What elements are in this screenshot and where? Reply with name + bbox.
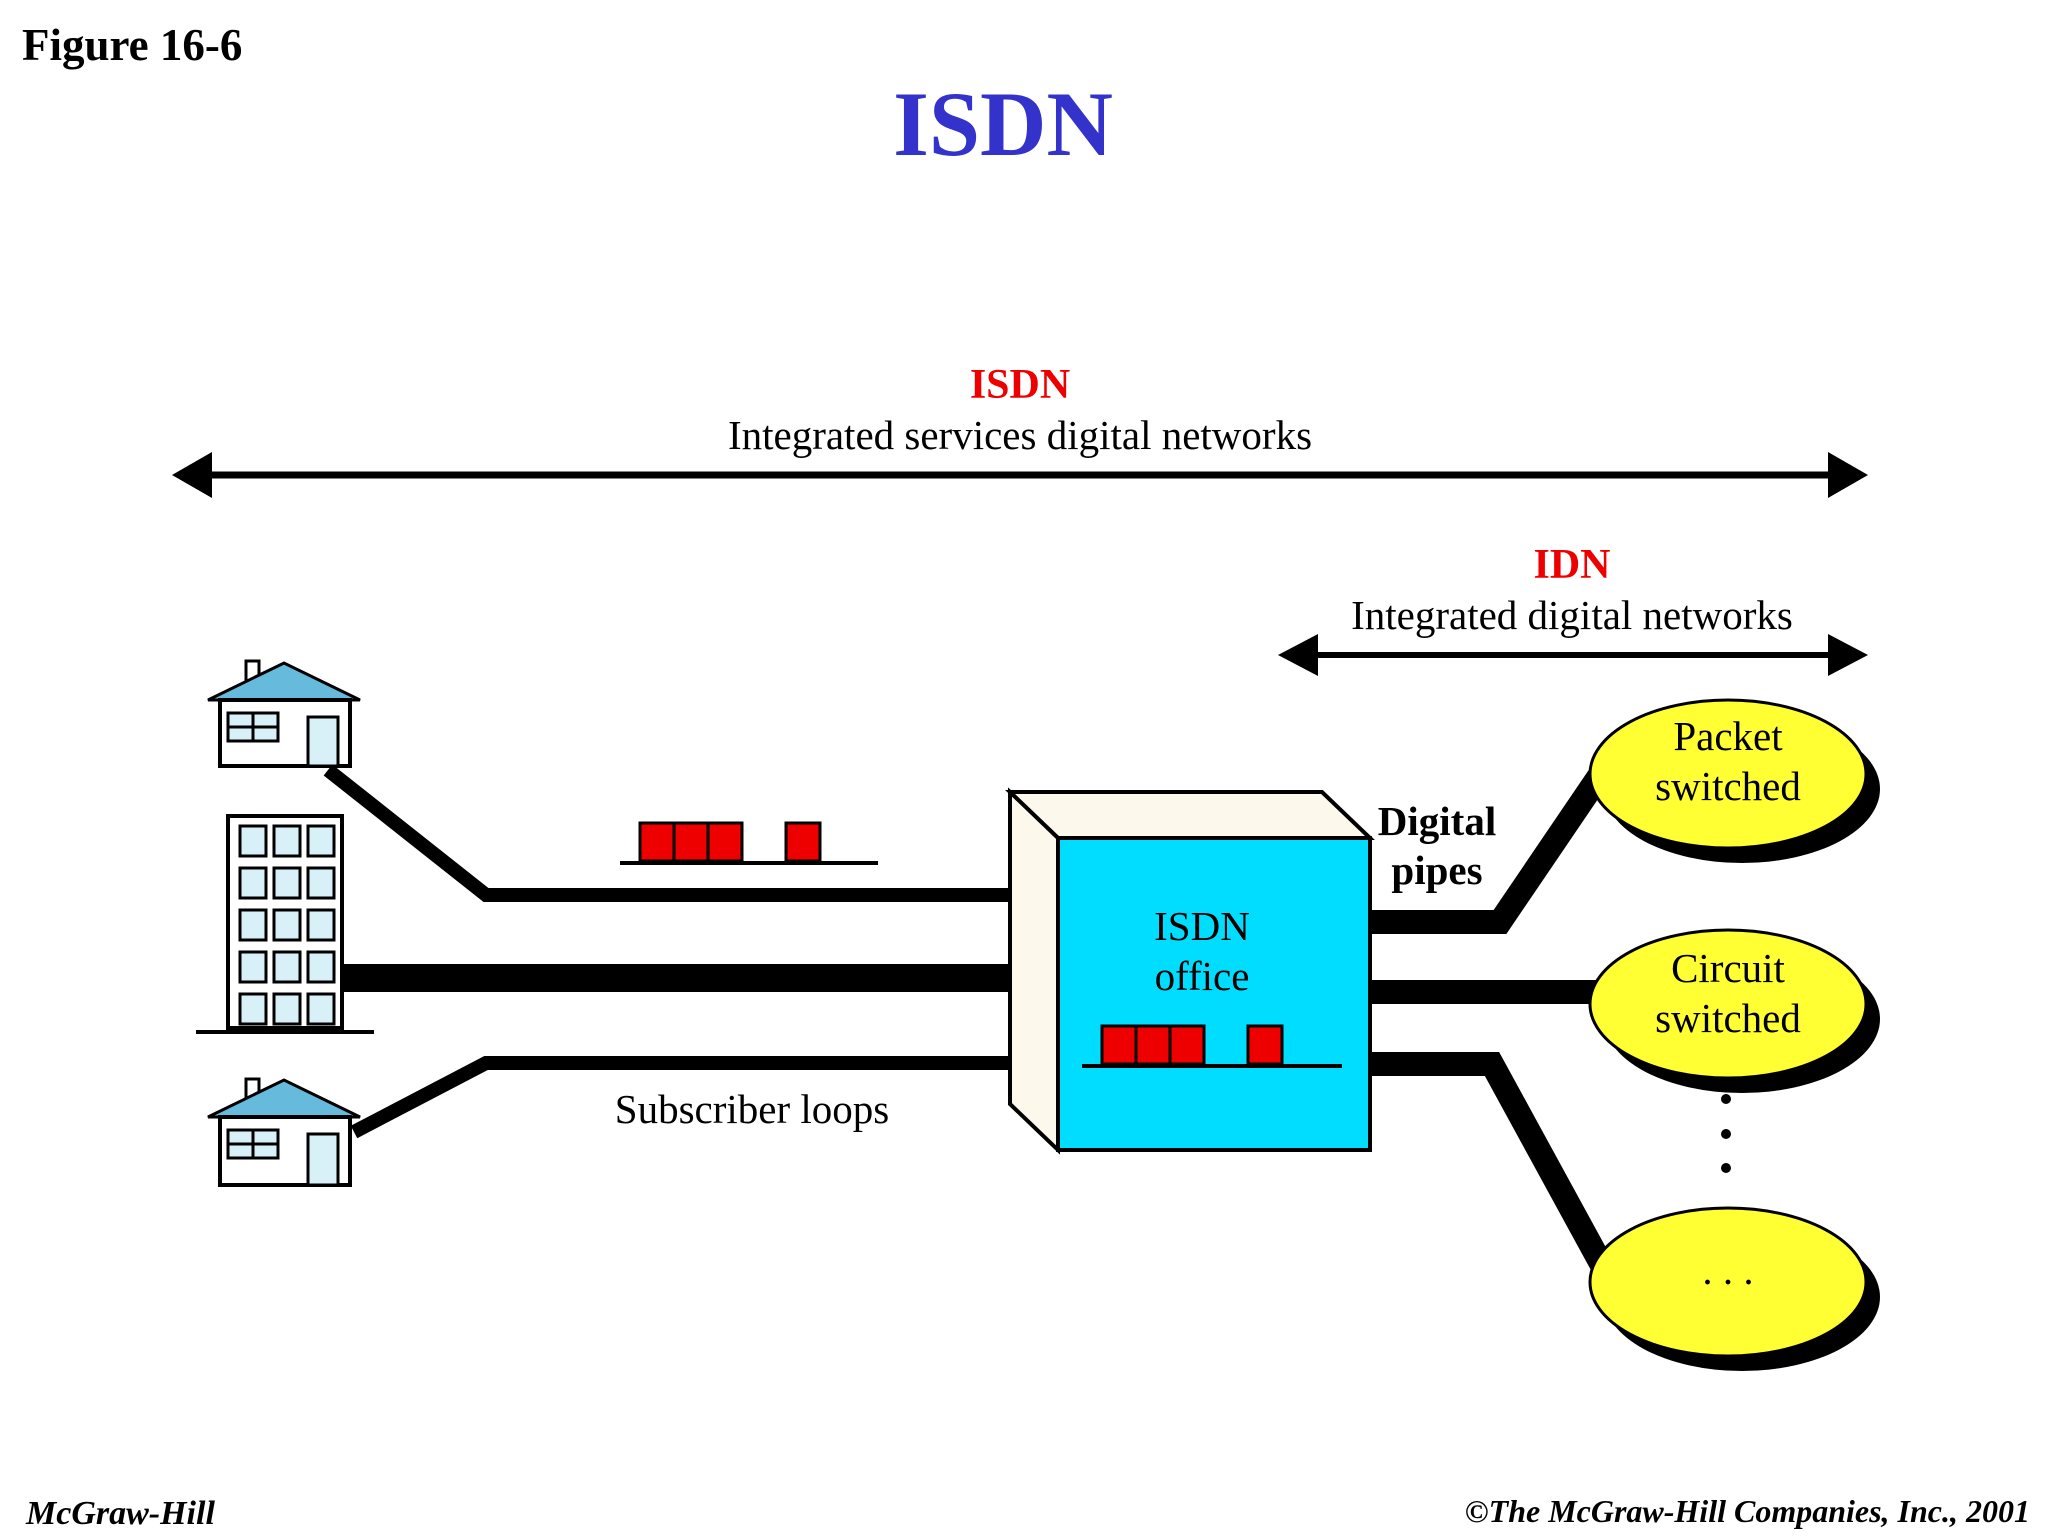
network-other-label: . . . [1702, 1247, 1753, 1293]
packet-block [784, 821, 822, 863]
office-label-line2: office [1155, 953, 1250, 999]
building-window [306, 824, 336, 858]
packet-stream-office [1082, 1024, 1342, 1068]
isdn-description: Integrated services digital networks [728, 412, 1312, 458]
building-window [238, 992, 268, 1026]
building-window [238, 866, 268, 900]
circuit-switched-line2: switched [1655, 995, 1801, 1041]
digital-pipes-label-line2: pipes [1391, 847, 1482, 893]
footer-publisher: McGraw-Hill [25, 1495, 215, 1532]
building-window [306, 908, 336, 942]
packet-block [1246, 1024, 1284, 1066]
building-window [272, 908, 302, 942]
isdn-span-arrow [172, 452, 1868, 498]
digital-pipe-packet [1370, 753, 1620, 934]
idn-acronym: IDN [1533, 542, 1610, 588]
digital-pipes-label-line1: Digital [1378, 798, 1496, 844]
digital-pipes [1370, 753, 1621, 1286]
building-window [272, 824, 302, 858]
packet-switched-line2: switched [1655, 763, 1801, 809]
office-building [196, 814, 374, 1034]
digital-pipe-other [1370, 1052, 1621, 1286]
building-window [306, 992, 336, 1026]
network-packet-switched: Packet switched [1588, 698, 1880, 863]
network-other: . . . [1588, 1206, 1880, 1371]
building-window [238, 950, 268, 984]
isdn-acronym: ISDN [970, 362, 1070, 408]
vertical-ellipsis-icon [1721, 1094, 1731, 1173]
house-bottom [207, 1077, 361, 1187]
packet-block [672, 821, 710, 863]
circuit-switched-line1: Circuit [1671, 945, 1785, 991]
isdn-office-box: ISDN office [1005, 787, 1375, 1155]
office-label-line1: ISDN [1154, 903, 1250, 949]
subscriber-loops [323, 764, 1030, 1139]
subscriber-loop-bottom [350, 1056, 1030, 1139]
house-top [207, 659, 361, 768]
building-window [306, 950, 336, 984]
building-window [238, 908, 268, 942]
building-window [306, 866, 336, 900]
packet-block [1100, 1024, 1138, 1066]
packet-block [1134, 1024, 1172, 1066]
footer-copyright: ©The McGraw-Hill Companies, Inc., 2001 [1465, 1493, 2030, 1529]
building-window [238, 824, 268, 858]
network-circuit-switched: Circuit switched [1588, 928, 1880, 1093]
packet-block [1168, 1024, 1206, 1066]
subscriber-loop-top [323, 764, 1030, 902]
packet-switched-line1: Packet [1673, 713, 1783, 759]
building-window [272, 992, 302, 1026]
packet-block [638, 821, 676, 863]
idn-description: Integrated digital networks [1351, 592, 1793, 638]
page-title: ISDN [893, 73, 1113, 175]
figure-label: Figure 16-6 [22, 20, 242, 70]
idn-span-arrow [1278, 634, 1868, 676]
building-window [272, 950, 302, 984]
subscriber-loops-label: Subscriber loops [615, 1086, 889, 1132]
packet-block [706, 821, 744, 863]
building-window [272, 866, 302, 900]
packet-stream-loop [620, 821, 878, 865]
